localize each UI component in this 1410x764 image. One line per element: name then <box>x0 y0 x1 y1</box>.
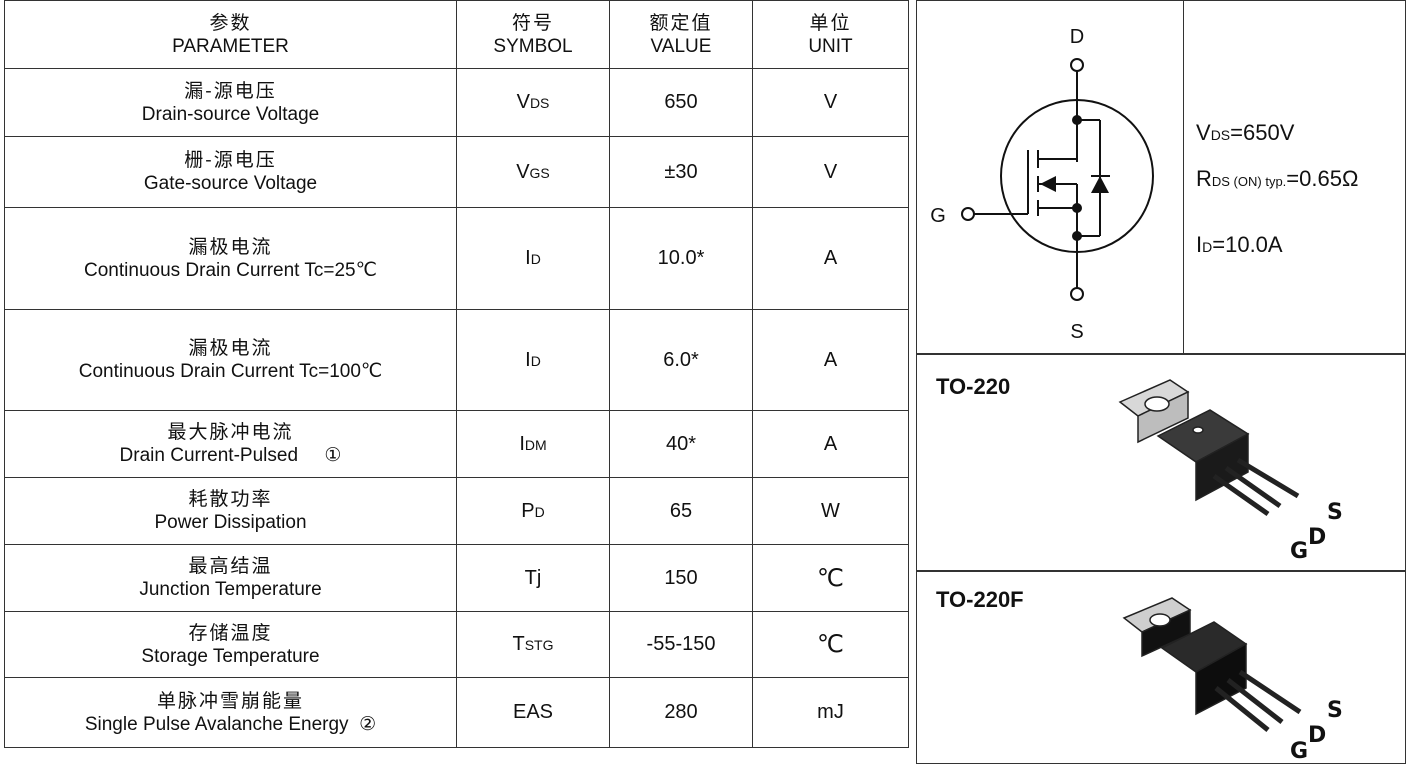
unit-cell: V <box>752 136 909 208</box>
package-to220-label: TO-220 <box>936 374 1011 399</box>
symbol-cell: VDS <box>456 68 610 137</box>
unit-cell: V <box>752 68 909 137</box>
symbol-cell: EAS <box>456 677 610 748</box>
pin-g: G <box>1290 539 1309 564</box>
value-cell: -55-150 <box>609 611 753 678</box>
symbol-cell: IDM <box>456 410 610 478</box>
unit-cell: W <box>752 477 909 545</box>
source-label: S <box>1070 321 1083 343</box>
value-cell: 10.0* <box>609 207 753 310</box>
symbol-cell: TSTG <box>456 611 610 678</box>
gate-label: G <box>930 205 946 227</box>
drain-label: D <box>1070 26 1084 48</box>
to220f-package-image <box>1122 597 1302 732</box>
pin-g: G <box>1290 739 1309 764</box>
spec-id: ID=10.0A <box>1196 232 1283 257</box>
mosfet-symbol: D G S <box>930 26 1154 343</box>
to220-package-image <box>1118 379 1300 517</box>
value-cell: 65 <box>609 477 753 545</box>
pin-s: S <box>1327 500 1343 525</box>
unit-cell: ℃ <box>752 611 909 678</box>
unit-cell: mJ <box>752 677 909 748</box>
spec-vds: VDS=650V <box>1196 120 1295 145</box>
value-cell: 40* <box>609 410 753 478</box>
package-to220f-label: TO-220F <box>936 587 1024 612</box>
pin-d: D <box>1308 525 1327 550</box>
pin-s: S <box>1327 698 1343 723</box>
spec-rds: RDS (ON) typ.=0.65Ω <box>1196 166 1359 191</box>
pin-d: D <box>1308 723 1327 748</box>
value-cell: 150 <box>609 544 753 612</box>
schematic-box <box>916 0 1406 355</box>
symbol-cell: Tj <box>456 544 610 612</box>
symbol-cell: ID <box>456 309 610 411</box>
symbol-cell: VGS <box>456 136 610 208</box>
schematic-divider <box>1183 0 1184 353</box>
unit-cell: A <box>752 410 909 478</box>
unit-cell: ℃ <box>752 544 909 612</box>
symbol-cell: ID <box>456 207 610 310</box>
value-cell: 6.0* <box>609 309 753 411</box>
value-cell: 280 <box>609 677 753 748</box>
value-cell: ±30 <box>609 136 753 208</box>
symbol-cell: PD <box>456 477 610 545</box>
value-cell: 650 <box>609 68 753 137</box>
to220-box <box>916 353 1406 572</box>
unit-cell: A <box>752 207 909 310</box>
unit-cell: A <box>752 309 909 411</box>
